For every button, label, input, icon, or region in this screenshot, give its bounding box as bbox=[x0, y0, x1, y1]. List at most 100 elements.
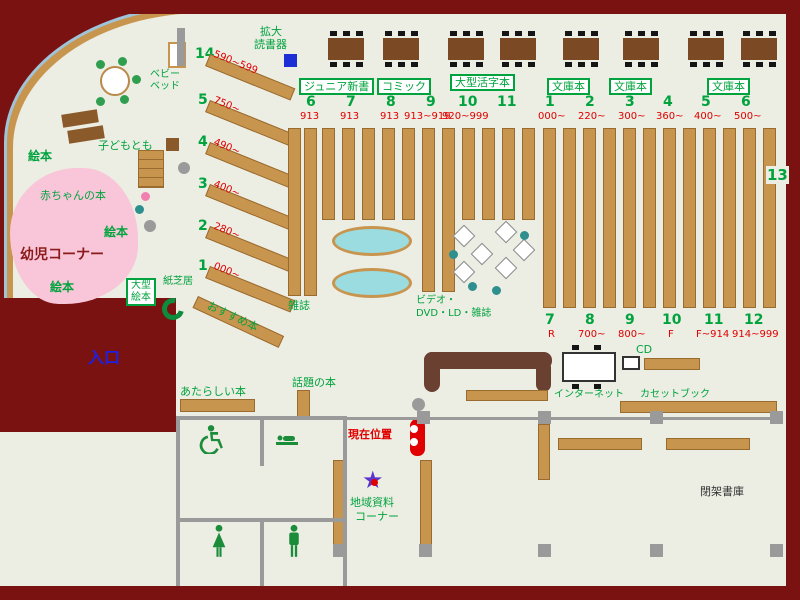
topical-books-shelf bbox=[297, 390, 310, 418]
bunko-box: 文庫本 bbox=[547, 78, 590, 96]
kids-cushion-pink bbox=[141, 192, 150, 201]
pillar-dot bbox=[178, 162, 190, 174]
stool-dot bbox=[449, 250, 458, 259]
shelf-bar bbox=[543, 128, 556, 308]
stack-number: 7 bbox=[346, 94, 356, 110]
internet-desk bbox=[562, 352, 616, 382]
stack-range: 700~ bbox=[578, 329, 606, 340]
stack-number: 5 bbox=[198, 92, 208, 108]
pillar-dot bbox=[412, 398, 425, 411]
kids-chair-dot bbox=[120, 95, 129, 104]
stack-range: 220~ bbox=[578, 111, 606, 122]
wheelchair-icon bbox=[196, 424, 224, 458]
wall-bottom bbox=[0, 586, 800, 600]
kids-chair-dot bbox=[118, 57, 127, 66]
star-center-dot bbox=[371, 479, 378, 486]
video-label: DVD・LD・雑誌 bbox=[416, 308, 492, 319]
toddler-corner-label: 幼児コーナー bbox=[20, 247, 104, 263]
shelf-bar bbox=[663, 128, 676, 308]
shelf-bar bbox=[382, 128, 395, 220]
shelf-bar bbox=[666, 438, 750, 450]
ehon-label: 絵本 bbox=[50, 280, 75, 294]
kakudai-label: 拡大 bbox=[260, 25, 282, 38]
magnifier-reader-icon bbox=[284, 54, 297, 67]
stack-number: 11 bbox=[704, 312, 724, 328]
chair-mark bbox=[594, 384, 601, 389]
stack-number: 5 bbox=[701, 94, 711, 110]
ogata-ehon-box: 大型 絵本 bbox=[126, 278, 156, 306]
cd-shelf bbox=[644, 358, 700, 370]
internet-label: インターネット bbox=[554, 389, 624, 400]
reading-table bbox=[500, 31, 536, 67]
pillar bbox=[417, 411, 430, 424]
stack-range: F bbox=[668, 329, 674, 340]
comic-box: コミック bbox=[377, 78, 431, 96]
shelf-bar bbox=[643, 128, 656, 308]
toilet-wall bbox=[176, 416, 180, 586]
stack-number: 2 bbox=[198, 218, 208, 234]
stack-number: 13 bbox=[766, 166, 789, 184]
ogata-katsuji-box: 大型活字本 bbox=[450, 74, 515, 92]
stack-range: 500~ bbox=[734, 111, 762, 122]
ehon-label: 絵本 bbox=[28, 149, 53, 163]
stack-number: 2 bbox=[585, 94, 595, 110]
current-location-marker-dot bbox=[410, 425, 418, 433]
stack-range: 913 bbox=[300, 111, 320, 122]
stack-number: 8 bbox=[585, 312, 595, 328]
stack-range: 913 bbox=[380, 111, 400, 122]
shelf-bar bbox=[362, 128, 375, 220]
shelf-bar bbox=[482, 128, 495, 220]
baby-care-icon bbox=[274, 426, 300, 456]
stack-number: 3 bbox=[625, 94, 635, 110]
chair-mark bbox=[572, 345, 579, 350]
kakudai-label: 読書器 bbox=[254, 38, 287, 51]
stool-dot bbox=[520, 231, 529, 240]
shelf-bar bbox=[442, 128, 455, 292]
baby-bed-label: ベビー bbox=[150, 69, 180, 80]
wall-right bbox=[786, 0, 800, 600]
reading-table bbox=[623, 31, 659, 67]
shelf-bar bbox=[422, 128, 435, 292]
kids-cushion-teal bbox=[135, 205, 144, 214]
chair-mark bbox=[594, 345, 601, 350]
stack-range: F~914 bbox=[696, 329, 730, 340]
shelf-bar bbox=[623, 128, 636, 308]
stack-range: 400~ bbox=[694, 111, 722, 122]
shelf-bar bbox=[703, 128, 716, 308]
stack-range: 800~ bbox=[618, 329, 646, 340]
new-books-shelf bbox=[180, 399, 255, 412]
stool-dot bbox=[468, 282, 477, 291]
kids-stool bbox=[166, 138, 179, 151]
wall-segment bbox=[347, 417, 777, 420]
stack-range: 360~ bbox=[656, 111, 684, 122]
pillar-dot bbox=[144, 220, 156, 232]
shelf-bar bbox=[538, 424, 550, 480]
shelf-bar bbox=[723, 128, 736, 308]
stack-range: 000~ bbox=[538, 111, 566, 122]
zasshi-label: 雑誌 bbox=[288, 299, 310, 312]
pillar bbox=[333, 544, 346, 557]
reading-table bbox=[448, 31, 484, 67]
stack-number: 8 bbox=[386, 94, 396, 110]
shelf-bar bbox=[304, 128, 317, 296]
kids-chair-dot bbox=[132, 75, 141, 84]
stack-number: 9 bbox=[426, 94, 436, 110]
wall-segment bbox=[177, 28, 185, 66]
pillar bbox=[770, 411, 783, 424]
stack-number: 12 bbox=[744, 312, 764, 328]
av-rack bbox=[452, 260, 476, 284]
stack-number: 1 bbox=[545, 94, 555, 110]
baby-bed-label: ベッド bbox=[150, 81, 180, 92]
av-rack bbox=[470, 242, 494, 266]
av-rack bbox=[452, 224, 476, 248]
kids-chair-dot bbox=[96, 97, 105, 106]
shelf-bar bbox=[743, 128, 756, 308]
stack-range: 920~999 bbox=[442, 111, 489, 122]
stack-number: 11 bbox=[497, 94, 517, 110]
cd-listening-booth bbox=[622, 356, 640, 370]
stack-range: R bbox=[548, 329, 555, 340]
shelf-bar bbox=[563, 128, 576, 308]
kids-round-table bbox=[100, 66, 130, 96]
chiiki-label: コーナー bbox=[355, 510, 399, 523]
